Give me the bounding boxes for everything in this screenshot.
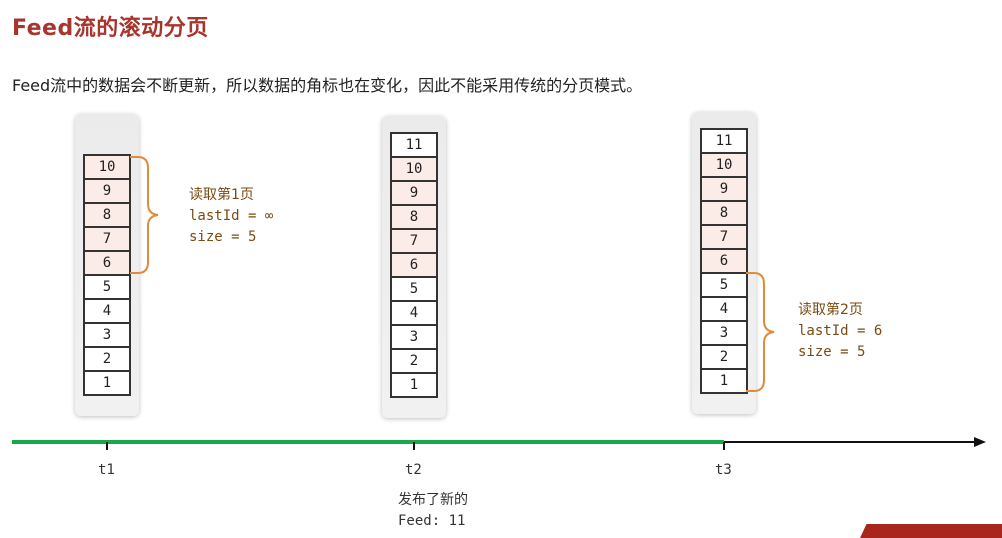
feed-cell: 6: [702, 250, 746, 272]
feed-cell: 9: [702, 178, 746, 200]
feed-cell: 8: [85, 204, 129, 226]
page1-last-id: lastId = ∞: [189, 208, 274, 224]
feed-cell: 8: [702, 202, 746, 224]
page2-label: 读取第2页: [798, 302, 863, 318]
tick-label-t2: t2: [405, 462, 422, 478]
feed-stack-t2: 11 10 9 8 7 6 5 4 3 2 1: [390, 132, 438, 398]
page1-label: 读取第1页: [189, 187, 254, 203]
feed-cell: 4: [85, 300, 129, 322]
page2-size: size = 5: [798, 344, 866, 360]
page1-annotation: 读取第1页 lastId = ∞ size = 5: [189, 185, 273, 248]
feed-stack-t3: 11 10 9 8 7 6 5 4 3 2 1: [700, 128, 748, 394]
feed-column-t1: 10 9 8 7 6 5 4 3 2 1: [75, 114, 139, 416]
feed-cell: 10: [702, 154, 746, 176]
feed-cell: 2: [392, 350, 436, 372]
feed-cell: 11: [392, 134, 436, 156]
feed-stack-t1: 10 9 8 7 6 5 4 3 2 1: [83, 154, 131, 396]
feed-cell: 6: [85, 252, 129, 274]
feed-cell: 5: [392, 278, 436, 300]
page-subtitle: Feed流中的数据会不断更新，所以数据的角标也在变化，因此不能采用传统的分页模式…: [12, 76, 643, 95]
feed-cell: 5: [702, 274, 746, 296]
feed-cell: 11: [702, 130, 746, 152]
feed-cell: 7: [85, 228, 129, 250]
page-title: Feed流的滚动分页: [12, 16, 209, 41]
page1-size: size = 5: [189, 229, 257, 245]
feed-cell: 4: [392, 302, 436, 324]
tick-label-t1: t1: [98, 462, 115, 478]
tick-label-t3: t3: [715, 462, 732, 478]
feed-cell: 1: [85, 372, 129, 394]
feed-cell: 10: [392, 158, 436, 180]
feed-cell: 2: [85, 348, 129, 370]
timeline-arrow-icon: [974, 437, 986, 447]
feed-cell: 9: [392, 182, 436, 204]
feed-cell: 8: [392, 206, 436, 228]
feed-column-t3: 11 10 9 8 7 6 5 4 3 2 1: [692, 112, 756, 414]
caption-line2: Feed: 11: [398, 513, 466, 529]
corner-logo-band: [860, 524, 1002, 538]
feed-cell: 5: [85, 276, 129, 298]
feed-column-t2: 11 10 9 8 7 6 5 4 3 2 1: [382, 116, 446, 418]
page2-last-id: lastId = 6: [798, 323, 883, 339]
feed-cell: 2: [702, 346, 746, 368]
feed-cell: 6: [392, 254, 436, 276]
feed-cell: 3: [392, 326, 436, 348]
page2-annotation: 读取第2页 lastId = 6 size = 5: [798, 300, 882, 363]
feed-cell: 10: [85, 156, 129, 178]
feed-cell: 3: [85, 324, 129, 346]
new-feed-caption: 发布了新的 Feed: 11: [398, 490, 468, 532]
feed-cell: 3: [702, 322, 746, 344]
timeline-axis: [12, 437, 986, 450]
feed-cell: 9: [85, 180, 129, 202]
feed-cell: 1: [392, 374, 436, 396]
feed-cell: 4: [702, 298, 746, 320]
page1-brace-icon: [130, 156, 159, 274]
page2-brace-icon: [746, 272, 775, 392]
caption-line1: 发布了新的: [398, 492, 468, 508]
feed-cell: 7: [702, 226, 746, 248]
feed-cell: 1: [702, 370, 746, 392]
feed-cell: 7: [392, 230, 436, 252]
